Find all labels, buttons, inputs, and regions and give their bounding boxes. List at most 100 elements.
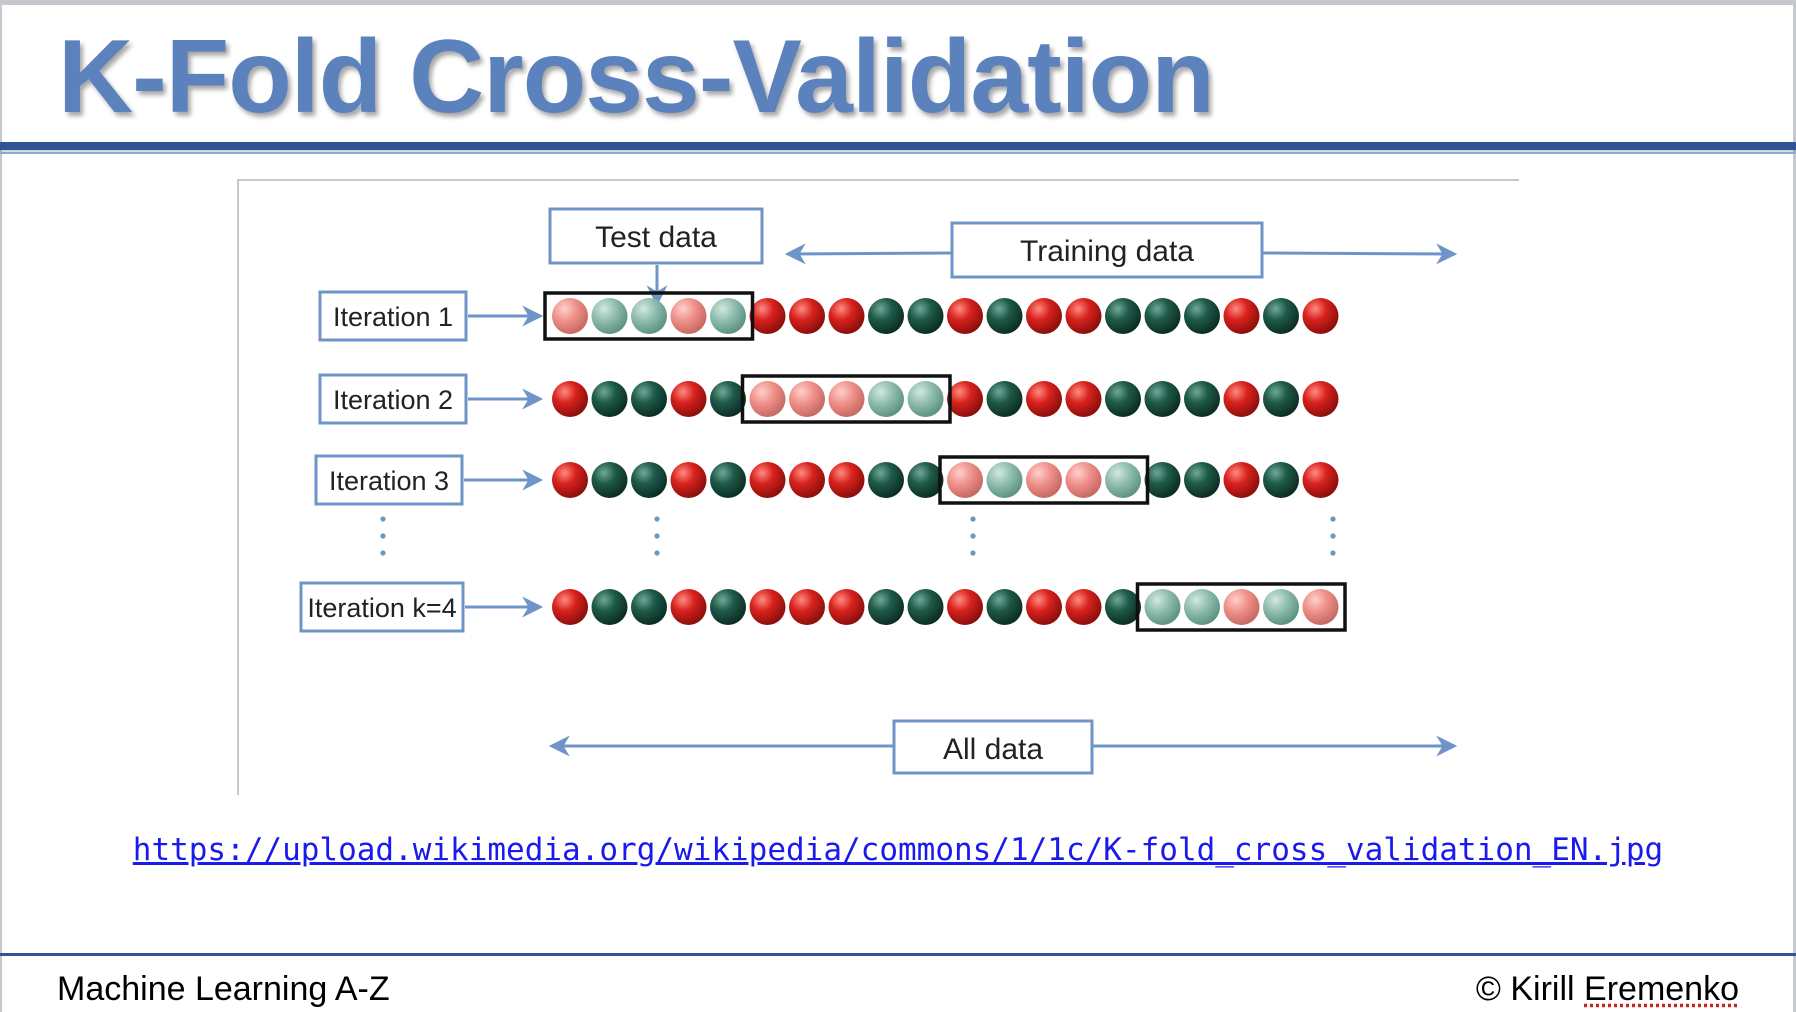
test-sample-ball (1105, 462, 1141, 498)
all-data-callout: All data (548, 719, 1458, 775)
iteration-row: Iteration k=4 (299, 581, 1347, 633)
training-sample-ball (1223, 462, 1260, 498)
training-sample-ball (789, 462, 825, 498)
iteration-row: Iteration 3 (314, 454, 1339, 506)
ellipsis-dot (970, 533, 976, 539)
training-sample-ball (1184, 462, 1220, 498)
training-sample-ball (828, 462, 865, 498)
iteration-rows: Iteration 1 Iteration 2 Iteration 3 Iterati… (299, 290, 1347, 633)
training-sample-ball (1223, 381, 1260, 417)
ellipsis-dot (380, 533, 386, 539)
iteration-label: Iteration k=4 (307, 593, 456, 623)
training-sample-ball (1026, 298, 1062, 334)
test-sample-ball (986, 462, 1023, 498)
training-sample-ball (1144, 298, 1181, 334)
training-sample-ball (1302, 381, 1339, 417)
training-sample-ball (591, 462, 628, 498)
training-data-callout: Training data (784, 221, 1458, 279)
training-sample-ball (1184, 298, 1220, 334)
training-sample-ball (1144, 462, 1181, 498)
footer-copyright: © Kirill Eremenko (1476, 970, 1739, 1009)
slide-right-edge (1793, 0, 1796, 1012)
training-sample-ball (986, 589, 1023, 625)
ellipsis-dot (654, 550, 660, 556)
ellipsis-dot (654, 533, 660, 539)
ellipsis-markers (380, 516, 1336, 556)
training-sample-ball (947, 298, 983, 334)
training-sample-ball (1223, 298, 1260, 334)
test-data-callout: Test data (548, 207, 764, 307)
iteration-label: Iteration 1 (333, 302, 453, 332)
test-sample-ball (1184, 589, 1220, 625)
training-sample-ball (591, 589, 628, 625)
test-sample-ball (591, 298, 628, 334)
training-sample-ball (1263, 298, 1299, 334)
training-sample-ball (907, 298, 944, 334)
test-fold-box (740, 374, 952, 424)
footer-course-name: Machine Learning A-Z (57, 970, 390, 1008)
training-sample-ball (907, 589, 944, 625)
training-sample-ball (986, 298, 1023, 334)
training-sample-ball (789, 589, 825, 625)
test-sample-ball (1263, 589, 1299, 625)
slide-left-edge (0, 0, 2, 1012)
test-fold-box (1135, 582, 1347, 632)
training-sample-ball (552, 462, 588, 498)
test-fold-box (543, 291, 755, 341)
training-sample-ball (868, 462, 904, 498)
training-sample-ball (1026, 381, 1062, 417)
ellipsis-dot (380, 516, 386, 522)
training-sample-ball (1184, 381, 1220, 417)
training-sample-ball (710, 589, 746, 625)
training-sample-ball (868, 298, 904, 334)
test-sample-ball (1144, 589, 1181, 625)
test-sample-ball (828, 381, 865, 417)
title-divider (0, 142, 1796, 150)
iteration-row: Iteration 2 (318, 373, 1339, 425)
training-sample-ball (1065, 589, 1102, 625)
training-data-arrow-left (784, 243, 952, 265)
training-sample-ball (591, 381, 628, 417)
ellipsis-dot (1330, 516, 1336, 522)
training-sample-ball (947, 381, 983, 417)
test-data-label: Test data (595, 221, 717, 254)
training-sample-ball (1026, 589, 1062, 625)
test-data-box (548, 207, 764, 265)
training-sample-ball (828, 589, 865, 625)
test-sample-ball (1223, 589, 1260, 625)
training-sample-ball (828, 298, 865, 334)
test-sample-ball (670, 298, 707, 334)
test-sample-ball (789, 381, 825, 417)
training-sample-ball (749, 298, 786, 334)
training-sample-ball (789, 298, 825, 334)
footer-author-name: Eremenko (1584, 970, 1739, 1008)
source-link[interactable]: https://upload.wikimedia.org/wikipedia/c… (132, 832, 1664, 868)
ellipsis-dot (654, 516, 660, 522)
training-sample-ball (670, 462, 707, 498)
training-sample-ball (710, 381, 746, 417)
ellipsis-dot (380, 550, 386, 556)
slide-title: K-Fold Cross-Validation (58, 19, 1215, 135)
title-divider-highlight (0, 152, 1796, 154)
figure-frame-left (237, 179, 239, 795)
test-sample-ball (1302, 589, 1339, 625)
training-sample-ball (552, 589, 588, 625)
training-sample-ball (670, 589, 707, 625)
ellipsis-dot (1330, 550, 1336, 556)
test-sample-ball (868, 381, 904, 417)
training-sample-ball (1263, 462, 1299, 498)
training-sample-ball (1105, 589, 1141, 625)
test-sample-ball (907, 381, 944, 417)
test-sample-ball (552, 298, 588, 334)
iteration-label-box (318, 373, 468, 425)
training-sample-ball (1144, 381, 1181, 417)
training-sample-ball (552, 381, 588, 417)
training-sample-ball (631, 381, 667, 417)
footer-copyright-prefix: © Kirill (1475, 970, 1585, 1008)
figure-frame-top (237, 179, 1519, 181)
all-data-label: All data (943, 733, 1043, 766)
test-fold-box (938, 455, 1150, 505)
training-sample-ball (947, 589, 983, 625)
